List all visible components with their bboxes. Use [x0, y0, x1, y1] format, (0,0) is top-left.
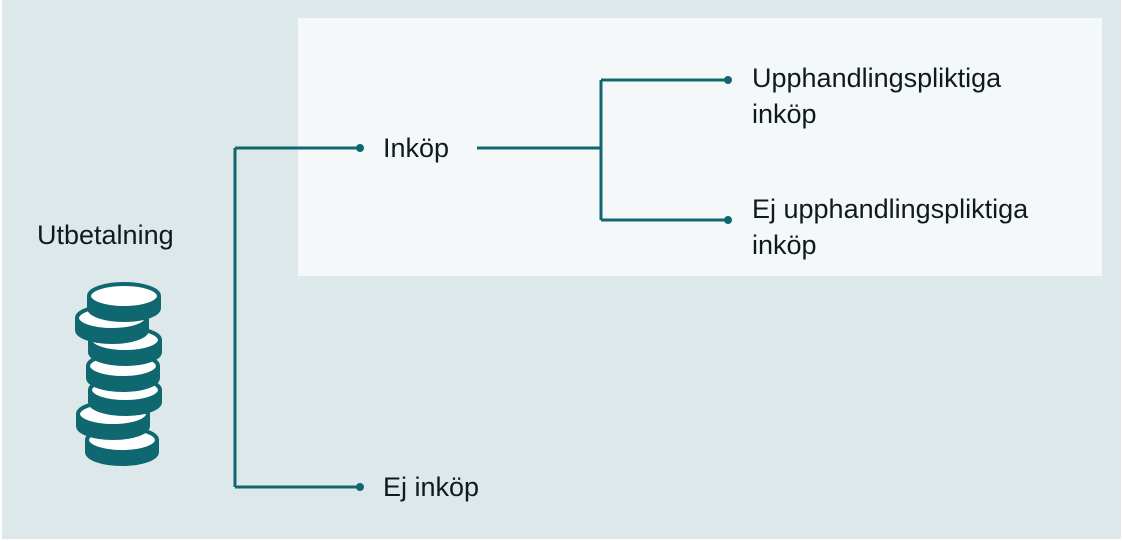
level1-label-ej-inkop: Ej inköp — [383, 472, 480, 502]
dot-ej-inkop — [356, 483, 364, 491]
root-label: Utbetalning — [37, 220, 174, 250]
level2-label-ej-upphandlingspliktiga: Ej upphandlingspliktiga inköp — [752, 194, 1029, 260]
dot-upphandlingspliktiga — [724, 76, 732, 84]
dot-ej-upphandlingspliktiga — [724, 216, 732, 224]
dot-inkop — [356, 144, 364, 152]
level1-label-inkop: Inköp — [383, 133, 450, 163]
level2-label-upphandlingspliktiga: Upphandlingspliktiga inköp — [752, 63, 1002, 129]
purchase-panel — [298, 18, 1102, 276]
coin-stack-icon — [75, 282, 162, 466]
